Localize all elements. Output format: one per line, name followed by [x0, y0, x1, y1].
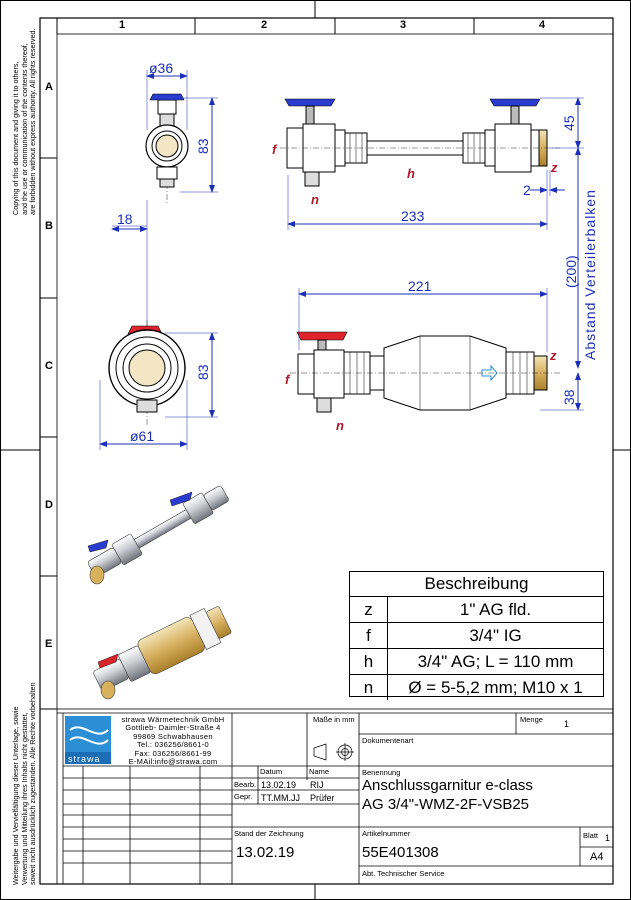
end-view-a — [111, 70, 218, 330]
doc-type-label: Dokumentenart — [362, 736, 414, 745]
description-table: Beschreibung z 1" AG fld. f 3/4" IG h 3/… — [349, 571, 604, 700]
name-label: Name — [309, 767, 330, 776]
dim-height-83-b: 83 — [195, 364, 211, 380]
label-z-b: z — [549, 348, 557, 363]
description-row: h 3/4" AG; L = 110 mm — [350, 649, 603, 675]
stand-value: 13.02.19 — [236, 844, 295, 861]
row-label-c: C — [45, 360, 53, 372]
benennung-label: Benennung — [362, 768, 401, 777]
row-label-e: E — [45, 638, 53, 650]
gepr-name: Prüfer — [310, 793, 335, 803]
dim-spacing-200: (200) — [563, 255, 579, 288]
units-label: Maße in mm — [313, 715, 355, 724]
column-label-4: 4 — [539, 19, 546, 31]
label-f-a: f — [272, 142, 278, 157]
dim-height-45: 45 — [561, 115, 577, 131]
end-view-b — [99, 320, 218, 450]
dim-diameter-36: ø36 — [149, 60, 173, 76]
row-label-a: A — [45, 81, 53, 93]
dim-spacing-label: Abstand Verteilerbalken — [582, 189, 598, 360]
dim-height-38: 38 — [561, 389, 577, 405]
description-row: z 1" AG fld. — [350, 597, 603, 623]
artikel-value: 55E401308 — [362, 844, 439, 861]
description-row: f 3/4" IG — [350, 623, 603, 649]
dim-diameter-61: ø61 — [130, 428, 154, 444]
bearb-label: Bearb. — [234, 780, 257, 789]
label-f-b: f — [285, 372, 291, 387]
side-view-a — [280, 97, 584, 369]
datum-label: Datum — [260, 767, 283, 776]
format-value: A4 — [590, 851, 604, 863]
dim-length-233: 233 — [401, 208, 425, 224]
column-label-1: 1 — [119, 19, 126, 31]
dim-length-221: 221 — [408, 278, 432, 294]
logo-text: strawa — [68, 754, 101, 764]
title-line-2: AG 3/4"-WMZ-2F-VSB25 — [362, 796, 530, 813]
gepr-date: TT.MM.JJ — [261, 793, 300, 803]
gepr-label: Gepr. — [234, 792, 253, 801]
artikel-label: Artikelnummer — [362, 829, 411, 838]
dim-width-18: 18 — [117, 211, 133, 227]
column-label-3: 3 — [400, 19, 407, 31]
row-label-b: B — [45, 220, 53, 232]
title-line-1: Anschlussgarnitur e-class — [362, 777, 533, 794]
label-n-b: n — [336, 418, 344, 433]
label-n-a: n — [311, 192, 319, 207]
blatt-label: Blatt — [583, 831, 599, 840]
label-z-a: z — [550, 160, 558, 175]
flow-direction-arrow-icon — [481, 364, 498, 382]
menge-value: 1 — [564, 719, 570, 729]
menge-label: Menge — [520, 715, 543, 724]
render-flow-sensor — [93, 606, 232, 700]
label-h: h — [407, 166, 415, 181]
blatt-value: 1 — [605, 833, 611, 843]
description-title: Beschreibung — [350, 572, 603, 597]
bearb-date: 13.02.19 — [261, 780, 297, 790]
side-view-b — [290, 288, 584, 413]
butterfly-handle-icon — [149, 93, 185, 101]
stand-label: Stand der Zeichnung — [234, 829, 304, 838]
dim-gap-2: 2 — [523, 182, 531, 198]
render-pipe-assembly — [87, 485, 229, 585]
dim-height-83-a: 83 — [195, 138, 211, 154]
projection-symbol-icon — [313, 743, 354, 761]
row-label-d: D — [45, 499, 53, 511]
dept-label: Abt. Technischer Service — [362, 869, 445, 878]
bearb-name: RIJ — [310, 780, 324, 790]
column-label-2: 2 — [261, 19, 268, 31]
description-row: n Ø = 5-5,2 mm; M10 x 1 — [350, 675, 603, 700]
strawa-logo — [65, 716, 111, 764]
